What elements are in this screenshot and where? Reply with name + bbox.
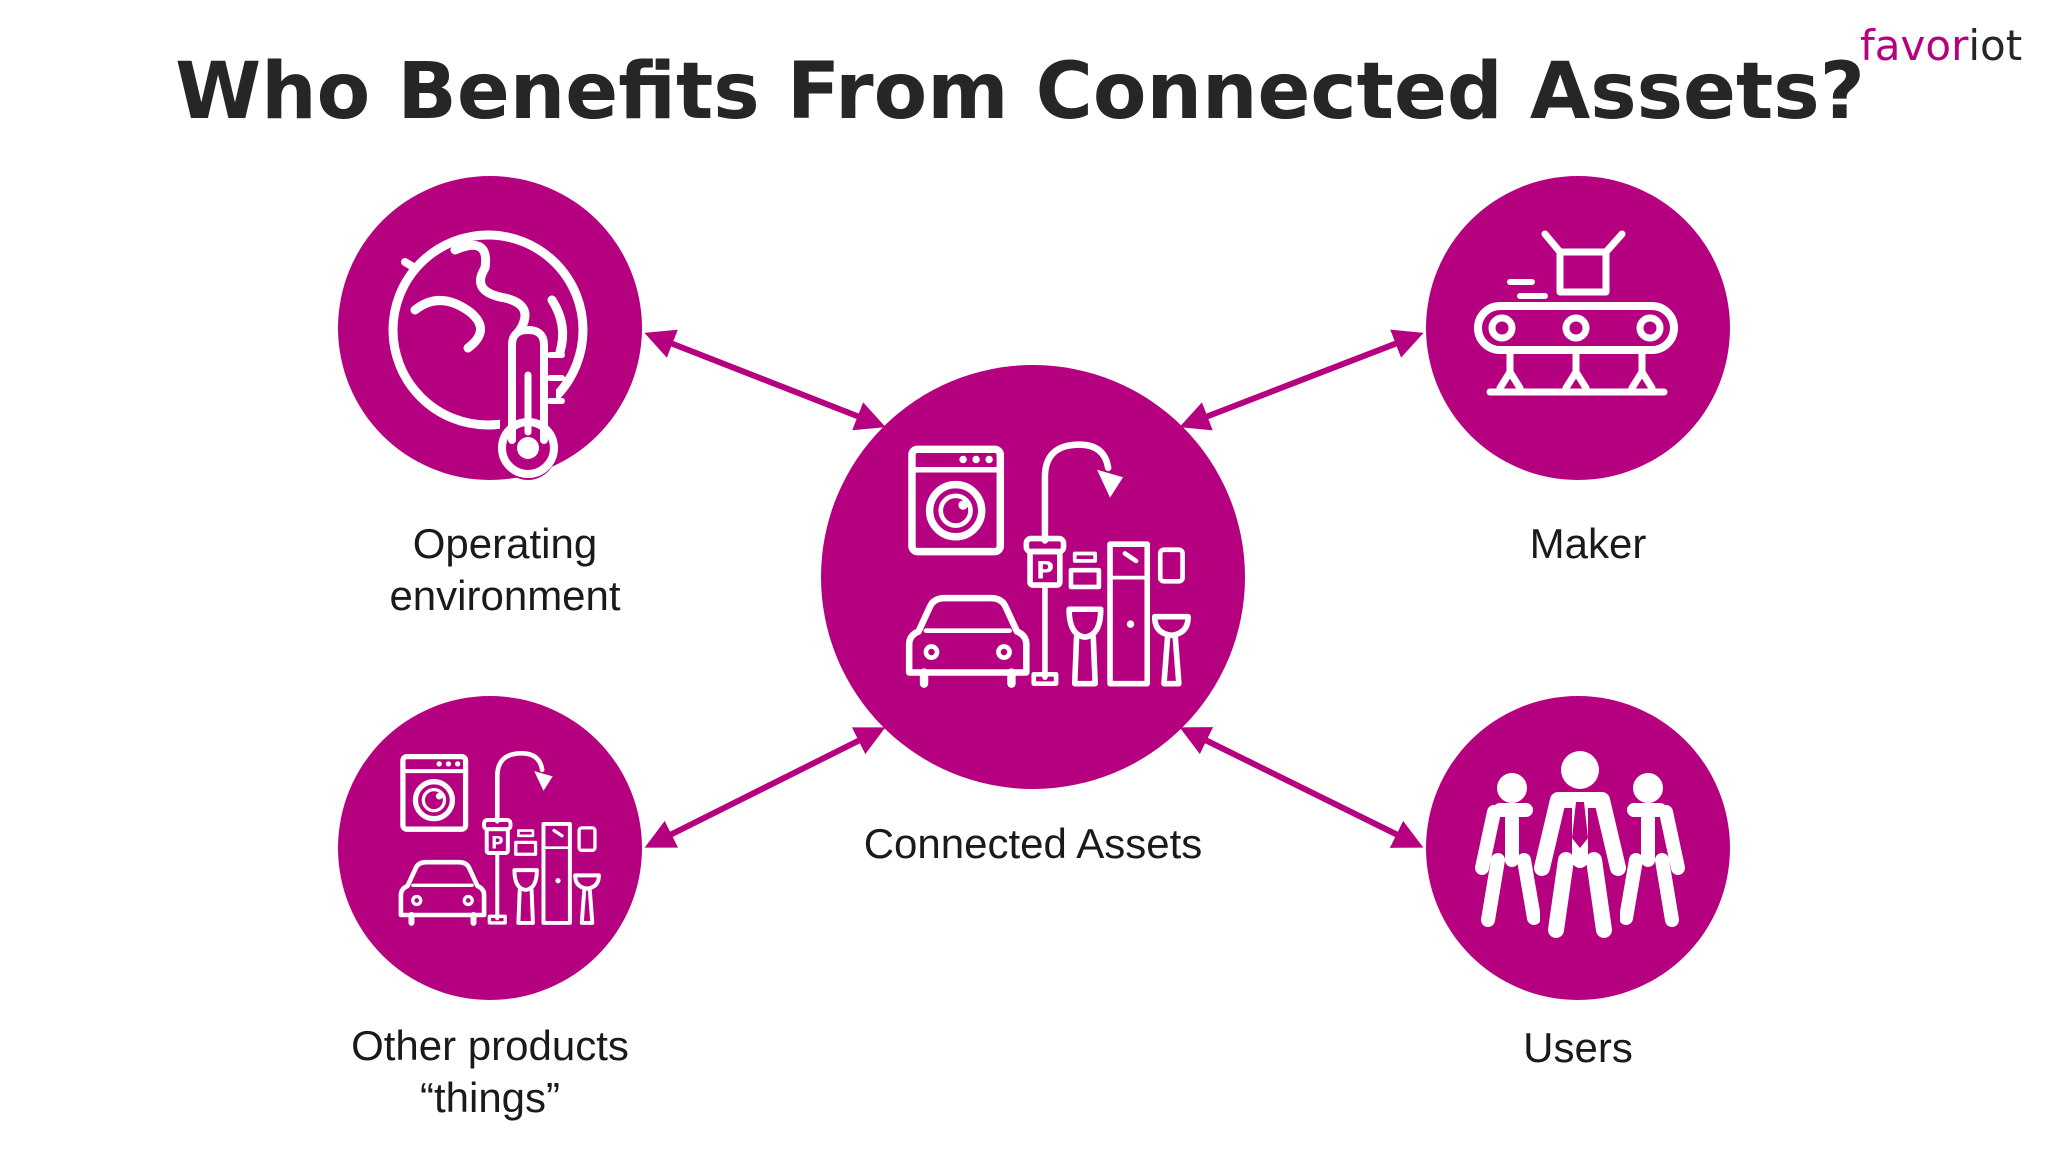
node-operating-environment: Operating environment	[338, 176, 642, 619]
label-maker: Maker	[1530, 520, 1647, 567]
people-group-icon	[1475, 751, 1685, 938]
arrow-environment-center	[644, 329, 886, 431]
svg-text:favoriot: favoriot	[1860, 21, 2022, 70]
label-connected-assets: Connected Assets	[864, 820, 1203, 867]
label-other-products-line2: “things”	[420, 1074, 560, 1121]
node-users: Users	[1426, 696, 1730, 1071]
node-other-products: Other products “things”	[338, 696, 642, 1121]
label-operating-line1: Operating	[413, 520, 597, 567]
favoriot-logo: favoriot	[1860, 21, 2022, 70]
arrow-other-products-center	[644, 727, 886, 848]
logo-part-1: favor	[1860, 21, 1969, 70]
logo-part-2: iot	[1968, 21, 2022, 70]
label-operating-line2: environment	[389, 572, 620, 619]
node-connected-assets: Connected Assets	[821, 365, 1245, 867]
arrow-users-center	[1179, 727, 1424, 848]
node-circle	[338, 176, 642, 480]
page-title: Who Benefits From Connected Assets?	[175, 47, 1865, 137]
label-other-products-line1: Other products	[351, 1022, 629, 1069]
node-maker: Maker	[1426, 176, 1730, 567]
conveyor-belt-icon	[1474, 230, 1678, 396]
globe-thermometer-icon	[388, 230, 588, 480]
node-circle	[1426, 176, 1730, 480]
label-users: Users	[1523, 1024, 1633, 1071]
arrow-maker-center	[1179, 329, 1424, 431]
